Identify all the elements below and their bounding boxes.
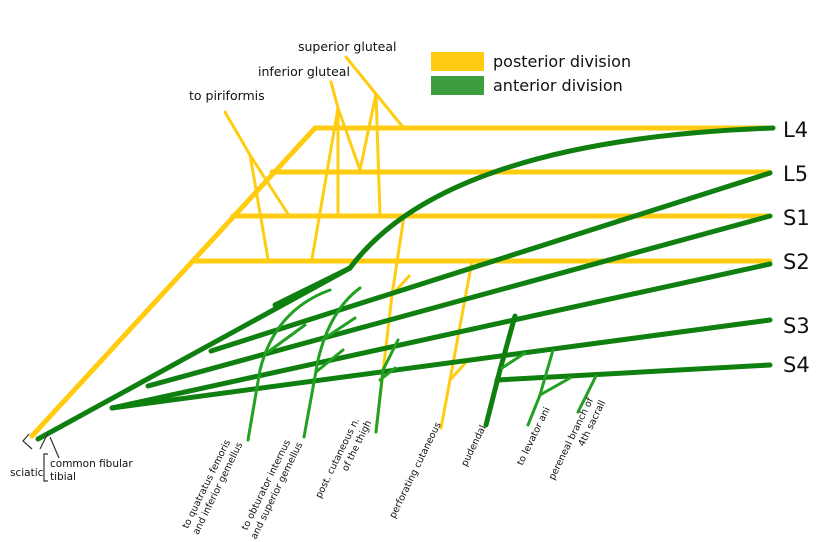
root-label-S2: S2	[783, 250, 810, 274]
root-label-S4: S4	[783, 353, 810, 377]
piriformis-branch	[248, 153, 270, 261]
perineal-branch-label: pereneal branch of 4th sacrall	[547, 393, 608, 487]
common-fibular-trunk	[29, 125, 318, 439]
anterior-division-lines	[35, 125, 776, 442]
root-label-S1: S1	[783, 206, 810, 230]
levator-ani-branch	[538, 376, 572, 397]
obturator-internus-branch	[320, 316, 357, 342]
sciatic-label: sciatic	[10, 467, 44, 479]
quadratus-femoris-branch	[246, 288, 332, 442]
common-fibular-label: common fibular	[50, 458, 133, 470]
inferior-gluteal-branch	[329, 80, 340, 110]
root-labels: L4 L5 S1 S2 S3 S4	[783, 118, 810, 377]
piriformis-branch	[248, 153, 290, 216]
perforating-cutaneous-branch	[439, 259, 474, 430]
obturator-internus-branch	[314, 348, 345, 374]
anterior-L5-trunk	[208, 170, 773, 354]
obturator-internus-branch	[302, 286, 362, 439]
to-piriformis-label: to piriformis	[189, 88, 265, 103]
perineal-branch	[576, 374, 598, 414]
post-cutaneous-branch	[374, 214, 412, 434]
superior-gluteal-branch	[344, 55, 378, 96]
legend: posterior division anterior division	[431, 52, 631, 95]
tibial-trunk	[35, 265, 353, 442]
legend-anterior-swatch	[431, 76, 484, 95]
obturator-internus-label: to obturator internus and superior gemel…	[238, 435, 305, 541]
quadratus-femoris-branch	[266, 323, 307, 354]
pudendal-label: pudendal	[459, 423, 488, 468]
inferior-gluteal-branch	[310, 106, 340, 261]
upper-branch-labels: superior gluteal inferior gluteal to pir…	[189, 39, 397, 103]
legend-posterior-swatch	[431, 52, 484, 71]
superior-gluteal-label: superior gluteal	[298, 39, 397, 54]
post-cutaneous-label: post. cutaneous n. of the thigh	[314, 413, 375, 505]
lower-branch-labels: to quatratus femoris and inferior gemell…	[180, 393, 609, 541]
levator-ani-label: to levator ani	[515, 405, 553, 467]
legend-anterior-label: anterior division	[493, 76, 623, 95]
root-label-S3: S3	[783, 314, 810, 338]
sciatic-labels: sciatic common fibular tibial	[10, 458, 133, 483]
root-label-L5: L5	[783, 162, 808, 186]
root-label-L4: L4	[783, 118, 808, 142]
anterior-S4-trunk	[494, 362, 773, 383]
superior-gluteal-branch	[374, 92, 382, 216]
superior-gluteal-branch	[358, 92, 378, 172]
anterior-L4-trunk	[272, 125, 776, 308]
quadratus-femoris-label: to quatratus femoris and inferior gemell…	[180, 435, 245, 536]
legend-posterior-label: posterior division	[493, 52, 631, 71]
anterior-S2-trunk	[109, 261, 773, 411]
perforating-cutaneous-label: perforating cutaneous	[388, 420, 444, 520]
sciatic-bracket	[22, 432, 60, 482]
pudendal-branch	[483, 313, 518, 428]
pudendal-sub-branch	[500, 351, 527, 370]
inferior-gluteal-branch	[336, 106, 362, 172]
post-cutaneous-anterior-branch	[378, 366, 397, 382]
anterior-S3-trunk	[109, 317, 773, 411]
post-cutaneous-anterior-branch	[374, 338, 400, 434]
inferior-gluteal-label: inferior gluteal	[258, 64, 350, 79]
piriformis-branch	[223, 110, 252, 157]
anterior-S1-trunk	[145, 213, 773, 389]
tibial-label: tibial	[50, 471, 76, 483]
superior-gluteal-branch	[374, 92, 404, 128]
